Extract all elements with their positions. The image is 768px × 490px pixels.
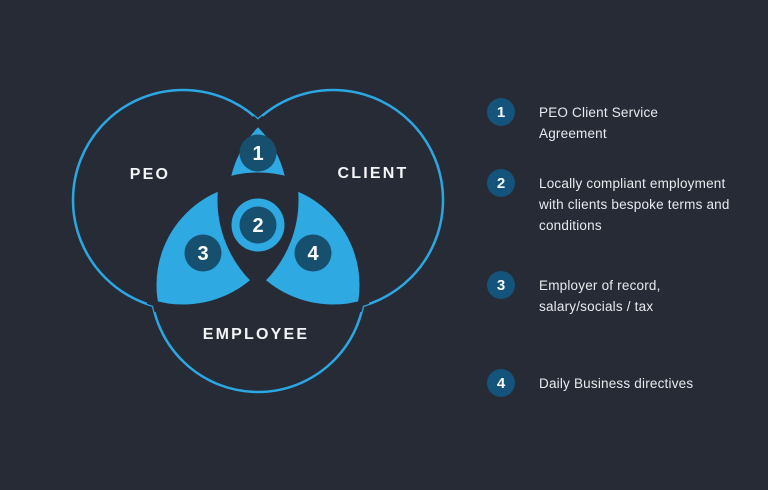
legend-text-line: conditions: [539, 218, 602, 233]
legend-item-3: 3 Employer of record, salary/socials / t…: [487, 271, 749, 317]
employee-label: EMPLOYEE: [203, 326, 310, 343]
diagram-badge-2-number: 2: [252, 215, 263, 237]
legend-text-line: Locally compliant employment: [539, 176, 726, 191]
diagram-badge-1-number: 1: [252, 143, 263, 165]
diagram-badge-2: 2: [239, 206, 277, 244]
client-label: CLIENT: [338, 165, 409, 182]
legend-badge-3: 3: [487, 271, 515, 299]
legend-item-4-text: Daily Business directives: [539, 373, 749, 394]
legend-text-line: PEO Client Service: [539, 105, 659, 120]
legend-badge-1: 1: [487, 98, 515, 126]
diagram-badge-3: 3: [184, 234, 222, 272]
legend-item-1-text: PEO Client Service Agreement: [539, 102, 749, 144]
legend-item-2: 2 Locally compliant employment with clie…: [487, 169, 749, 236]
diagram-badge-4: 4: [294, 234, 332, 272]
legend-text-line: with clients bespoke terms and: [539, 197, 730, 212]
diagram-badge-1: 1: [239, 134, 277, 172]
legend-item-1: 1 PEO Client Service Agreement: [487, 98, 749, 144]
diagram-badge-4-number: 4: [307, 243, 319, 265]
legend-text-line: Agreement: [539, 126, 607, 141]
legend-text-line: salary/socials / tax: [539, 299, 654, 314]
legend-badge-4: 4: [487, 369, 515, 397]
legend-item-2-text: Locally compliant employment with client…: [539, 173, 749, 236]
legend-badge-2: 2: [487, 169, 515, 197]
legend-item-3-text: Employer of record, salary/socials / tax: [539, 275, 749, 317]
diagram-badge-3-number: 3: [197, 243, 208, 265]
legend-item-4: 4 Daily Business directives: [487, 369, 749, 397]
peo-label: PEO: [130, 166, 170, 183]
legend-text-line: Daily Business directives: [539, 376, 694, 391]
legend-text-line: Employer of record,: [539, 278, 661, 293]
